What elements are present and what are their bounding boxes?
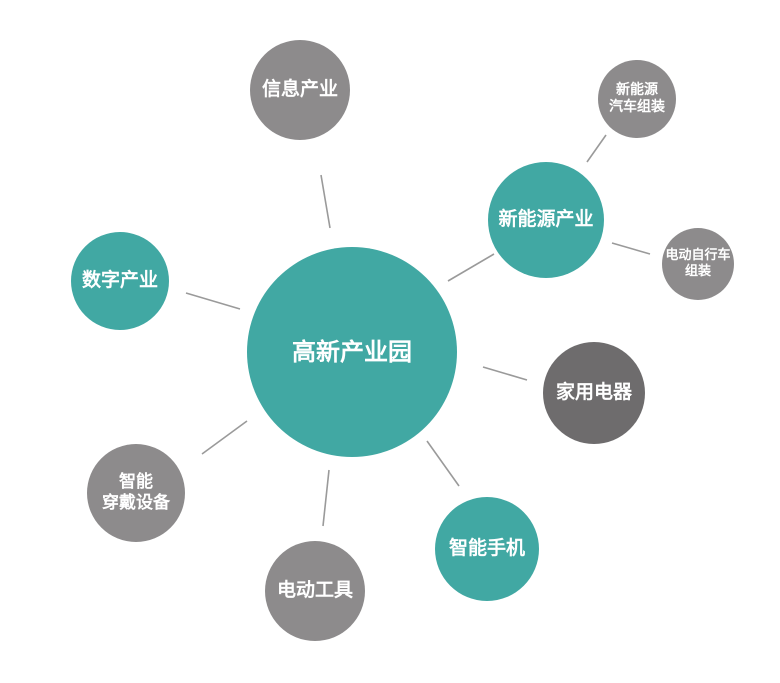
connector-center-phone <box>426 440 460 487</box>
node-newcar-line2: 汽车组装 <box>609 99 665 115</box>
node-appliance: 家用电器 <box>543 342 645 444</box>
connector-center-digital <box>185 292 241 310</box>
connector-center-tools <box>322 469 330 527</box>
node-tools: 电动工具 <box>265 541 365 641</box>
connector-newenergy-ebike <box>611 242 651 255</box>
connector-center-wearable <box>201 420 248 455</box>
connector-center-appliance <box>482 366 528 381</box>
node-appliance-label: 家用电器 <box>555 381 632 404</box>
node-newcar: 新能源 汽车组装 <box>598 60 676 138</box>
node-wearable-line2: 穿戴设备 <box>102 493 170 513</box>
node-tools-label: 电动工具 <box>276 579 353 602</box>
node-ebike: 电动自行车 组装 <box>662 228 734 300</box>
node-phone: 智能手机 <box>435 497 539 601</box>
connector-newenergy-newcar <box>586 134 607 163</box>
node-xinxi-label: 信息产业 <box>261 78 338 101</box>
node-center: 高新产业园 <box>247 247 457 457</box>
node-newcar-line1: 新能源 <box>616 81 658 98</box>
node-ebike-line1: 电动自行车 <box>665 247 731 263</box>
node-wearable-line1: 智能 <box>119 471 153 492</box>
node-phone-label: 智能手机 <box>448 537 525 560</box>
node-digital-label: 数字产业 <box>81 269 158 292</box>
node-xinxi: 信息产业 <box>250 40 350 140</box>
node-digital: 数字产业 <box>71 232 169 330</box>
connector-center-newenergy <box>447 253 495 282</box>
node-wearable: 智能 穿戴设备 <box>87 444 185 542</box>
connector-center-xinxi <box>320 174 331 229</box>
node-ebike-line2: 组装 <box>684 264 711 279</box>
node-newenergy: 新能源产业 <box>488 162 604 278</box>
node-newenergy-label: 新能源产业 <box>498 208 594 231</box>
node-center-label: 高新产业园 <box>292 338 412 366</box>
